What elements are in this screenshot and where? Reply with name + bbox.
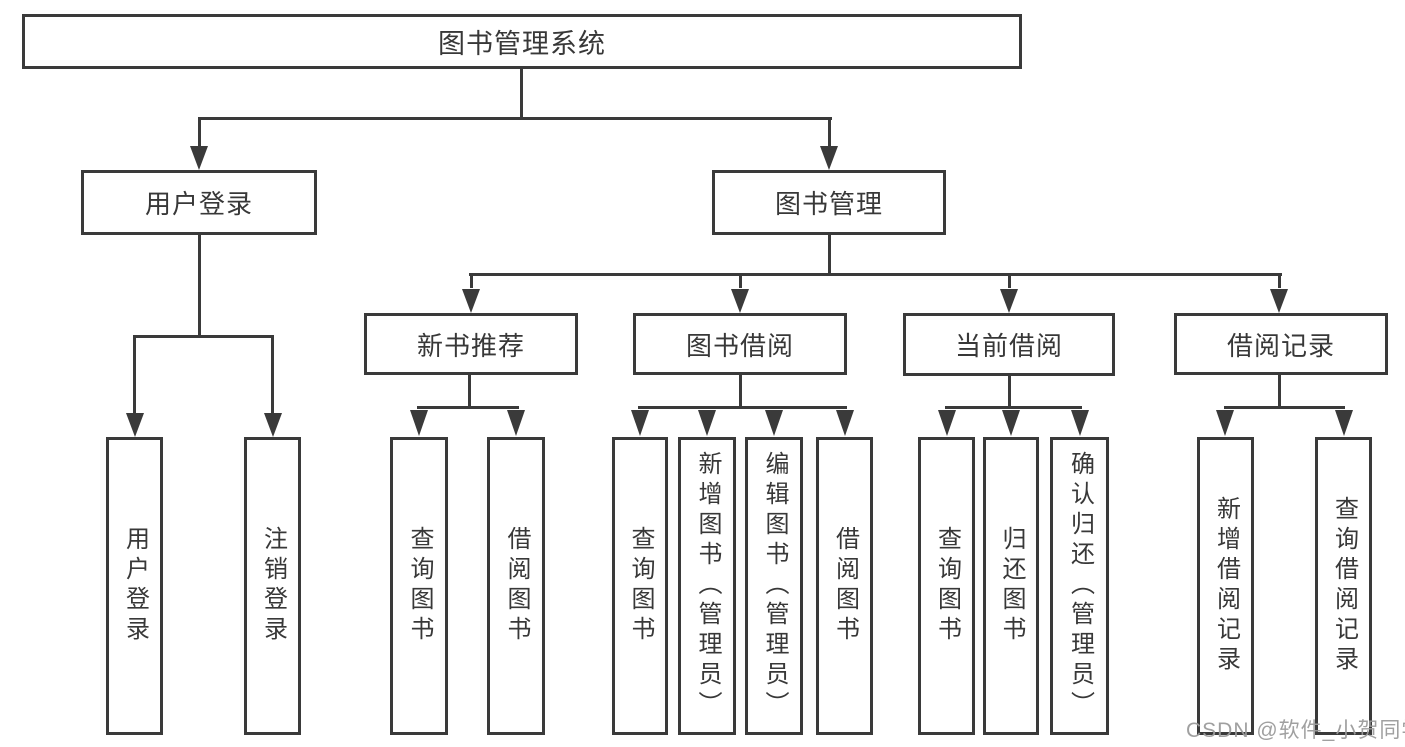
connector-stub [470,276,473,288]
leaf-edit-book-admin: 编辑图书（管理员） [745,437,803,735]
connector-user-bar [133,335,274,338]
node-book-management: 图书管理 [712,170,946,235]
arrow-down-icon [264,413,282,437]
connector-book-bar [469,273,1282,276]
arrow-down-icon [765,410,783,436]
node-new-book-recommend: 新书推荐 [364,313,578,375]
node-library-system-label: 图书管理系统 [438,29,606,59]
node-user-login-label: 用户登录 [144,189,253,219]
node-book-management-label: 图书管理 [774,189,883,219]
leaf-user-login: 用户登录 [106,437,163,735]
arrow-down-icon [1071,410,1089,436]
arrow-down-icon [938,410,956,436]
node-current-borrowing: 当前借阅 [903,313,1115,376]
arrow-down-icon [1335,410,1353,436]
leaf-add-book-admin: 新增图书（管理员） [678,437,736,735]
arrow-down-icon [190,146,208,170]
arrow-down-icon [836,410,854,436]
leaf-query-books-borrowing-label: 查询图书 [627,526,654,646]
connector-group-bar [945,406,1082,409]
leaf-query-books-recommend: 查询图书 [390,437,448,735]
node-user-login: 用户登录 [81,170,317,235]
leaf-logout-label: 注销登录 [259,526,287,646]
arrow-down-icon [126,413,144,437]
arrow-down-icon [731,289,749,313]
leaf-query-books-current: 查询图书 [918,437,975,735]
connector-group-bar [638,406,847,409]
connector-group-bar [1224,406,1345,409]
leaf-add-borrow-record: 新增借阅记录 [1197,437,1254,735]
leaf-return-book: 归还图书 [983,437,1039,735]
connector-stub [739,276,742,288]
node-library-system: 图书管理系统 [22,14,1022,69]
leaf-query-books-borrowing: 查询图书 [612,437,668,735]
leaf-query-books-recommend-label: 查询图书 [406,526,433,646]
arrow-down-icon [410,410,428,436]
connector-group-stem [1008,376,1011,409]
connector-drop-user [198,117,201,148]
connector-drop-book [828,117,831,148]
connector-stub [1278,276,1281,288]
node-borrowing-records-label: 借阅记录 [1226,330,1335,361]
leaf-query-borrow-record-label: 查询借阅记录 [1330,496,1358,676]
arrow-down-icon [820,146,838,170]
connector-user-stem [198,235,201,335]
node-book-borrowing: 图书借阅 [633,313,847,375]
arrow-down-icon [462,289,480,313]
arrow-down-icon [631,410,649,436]
leaf-borrow-books-borrowing: 借阅图书 [816,437,873,735]
leaf-confirm-return-admin: 确认归还（管理员） [1050,437,1109,735]
leaf-query-borrow-record: 查询借阅记录 [1315,437,1372,735]
connector-group-stem [468,375,471,409]
arrow-down-icon [507,410,525,436]
leaf-user-login-label: 用户登录 [121,526,149,646]
leaf-logout: 注销登录 [244,437,301,735]
leaf-borrow-books-recommend-label: 借阅图书 [503,526,530,646]
node-book-borrowing-label: 图书借阅 [685,330,794,361]
arrow-down-icon [1000,289,1018,313]
connector-group-bar [417,406,519,409]
connector-group-stem [1278,375,1281,409]
arrow-down-icon [698,410,716,436]
connector-user-drop-right [271,335,274,413]
leaf-add-book-admin-label: 新增图书（管理员） [694,451,721,721]
leaf-edit-book-admin-label: 编辑图书（管理员） [761,451,788,721]
connector-user-drop-left [133,335,136,413]
connector-root-stem [520,69,523,117]
leaf-add-borrow-record-label: 新增借阅记录 [1212,496,1240,676]
watermark: CSDN @软件_小贺同学 [1186,719,1405,742]
node-new-book-recommend-label: 新书推荐 [416,330,525,361]
arrow-down-icon [1002,410,1020,436]
connector-stub [1008,276,1011,288]
connector-group-stem [739,375,742,409]
node-current-borrowing-label: 当前借阅 [954,331,1063,361]
leaf-query-books-current-label: 查询图书 [933,526,961,646]
leaf-borrow-books-recommend: 借阅图书 [487,437,545,735]
leaf-confirm-return-admin-label: 确认归还（管理员） [1066,451,1094,721]
arrow-down-icon [1216,410,1234,436]
connector-book-stem [828,235,831,273]
connector-root-bar [198,117,832,120]
arrow-down-icon [1270,289,1288,313]
leaf-borrow-books-borrowing-label: 借阅图书 [831,526,859,646]
node-borrowing-records: 借阅记录 [1174,313,1388,375]
leaf-return-book-label: 归还图书 [998,526,1025,646]
